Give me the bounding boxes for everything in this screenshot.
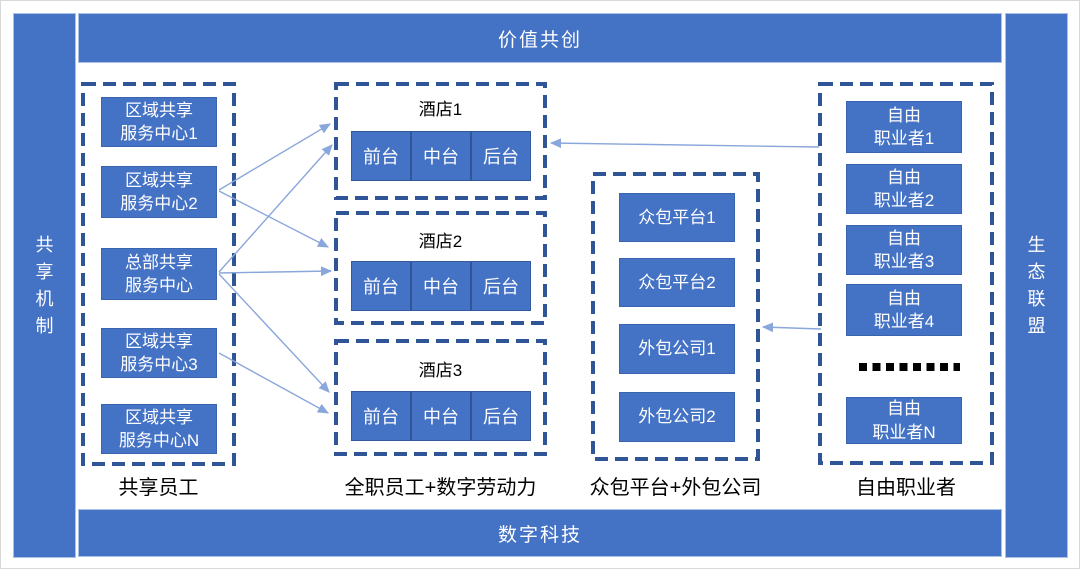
node-regional-center-1: 区域共享 服务中心1 bbox=[101, 97, 217, 147]
node-text: 职业者N bbox=[872, 422, 936, 442]
node-text: 职业者4 bbox=[873, 312, 935, 331]
label-shared-employees: 共享员工 bbox=[118, 477, 199, 499]
node-text: 区域共享 bbox=[125, 170, 193, 190]
node-text: 区域共享 bbox=[125, 100, 193, 120]
node-text: 自由 bbox=[887, 105, 921, 125]
hotel3-row: 前台 中台 后台 bbox=[351, 391, 531, 441]
node-text: 外包公司2 bbox=[638, 407, 716, 427]
node-text: 服务中心N bbox=[118, 431, 200, 450]
arrow-freelancers-to-hotel1 bbox=[549, 138, 820, 149]
arrow-hq-to-hotel1 bbox=[218, 144, 333, 273]
hotel3-front-office: 前台 bbox=[363, 407, 399, 427]
node-regional-center-n: 区域共享 服务中心N bbox=[101, 404, 217, 454]
node-regional-center-2: 区域共享 服务中心2 bbox=[101, 166, 217, 218]
node-text: 自由 bbox=[887, 399, 921, 419]
node-outsource-company-2: 外包公司2 bbox=[619, 392, 735, 442]
node-regional-center-3: 区域共享 服务中心3 bbox=[101, 328, 217, 378]
hotel2-row: 前台 中台 后台 bbox=[351, 261, 531, 311]
label-fulltime-digital-labor: 全职员工+数字劳动力 bbox=[344, 477, 537, 499]
top-bar-label: 价值共创 bbox=[497, 29, 582, 51]
hotel1-back-office: 后台 bbox=[470, 132, 530, 180]
node-crowd-platform-2: 众包平台2 bbox=[619, 258, 735, 307]
node-text: 众包平台1 bbox=[638, 207, 716, 227]
node-text: 外包公司1 bbox=[638, 339, 716, 359]
bottom-bar-digital-tech: 数字科技 bbox=[78, 509, 1002, 557]
hotel3-back-office: 后台 bbox=[470, 392, 530, 440]
top-bar-value-cocreation: 价值共创 bbox=[78, 13, 1002, 63]
node-freelancer-1: 自由 职业者1 bbox=[846, 101, 962, 153]
hotel1-middle-office: 中台 bbox=[410, 132, 470, 180]
hotel2-back-office: 后台 bbox=[470, 262, 530, 310]
hotel3-middle-office: 中台 bbox=[410, 392, 470, 440]
node-freelancer-3: 自由 职业者3 bbox=[846, 225, 962, 275]
hotel2-front-office: 前台 bbox=[363, 277, 399, 297]
hotel1-row: 前台 中台 后台 bbox=[351, 131, 531, 181]
hotel1-front-office: 前台 bbox=[363, 147, 399, 167]
node-text: 服务中心2 bbox=[120, 194, 198, 213]
node-text: 区域共享 bbox=[125, 331, 193, 351]
node-text: 服务中心3 bbox=[120, 355, 198, 374]
label-freelancers: 自由职业者 bbox=[856, 477, 956, 499]
label-crowd-outsource: 众包平台+外包公司 bbox=[589, 477, 762, 499]
node-text: 职业者1 bbox=[873, 129, 935, 148]
arrow-center2-to-hotel2 bbox=[218, 190, 329, 248]
right-bar-ecosystem-alliance: 生态联盟 bbox=[1005, 13, 1068, 558]
node-text: 服务中心 bbox=[125, 276, 193, 295]
arrow-hq-to-hotel2 bbox=[218, 266, 333, 277]
node-text: 区域共享 bbox=[125, 407, 193, 427]
node-crowd-platform-1: 众包平台1 bbox=[619, 193, 735, 242]
node-text: 自由 bbox=[887, 228, 921, 248]
hotel2-title: 酒店2 bbox=[418, 232, 463, 251]
node-text: 自由 bbox=[887, 167, 921, 187]
node-hq-center: 总部共享 服务中心 bbox=[101, 248, 217, 300]
hotel1-title: 酒店1 bbox=[418, 100, 463, 119]
right-bar-label: 生态联盟 bbox=[1027, 234, 1046, 336]
node-freelancer-2: 自由 职业者2 bbox=[846, 164, 962, 214]
node-freelancer-4: 自由 职业者4 bbox=[846, 284, 962, 336]
node-outsource-company-1: 外包公司1 bbox=[619, 324, 735, 374]
left-bar-label: 共享机制 bbox=[35, 234, 54, 336]
node-text: 职业者2 bbox=[873, 191, 935, 210]
arrow-hq-to-hotel3 bbox=[218, 273, 330, 393]
arrow-center3-to-hotel3 bbox=[218, 352, 329, 414]
hotel2-middle-office: 中台 bbox=[410, 262, 470, 310]
node-text: 服务中心1 bbox=[120, 124, 198, 143]
node-freelancer-n: 自由 职业者N bbox=[846, 397, 962, 444]
node-text: 自由 bbox=[887, 288, 921, 308]
arrow-center2-to-hotel1 bbox=[218, 123, 331, 191]
node-text: 总部共享 bbox=[125, 252, 193, 272]
arrow-freelancers-to-outsourcing bbox=[761, 322, 822, 333]
node-text: 众包平台2 bbox=[638, 272, 716, 292]
bottom-bar-label: 数字科技 bbox=[497, 524, 582, 546]
node-text: 职业者3 bbox=[873, 252, 935, 271]
hotel3-title: 酒店3 bbox=[418, 361, 463, 380]
left-bar-sharing-mechanism: 共享机制 bbox=[13, 13, 76, 558]
